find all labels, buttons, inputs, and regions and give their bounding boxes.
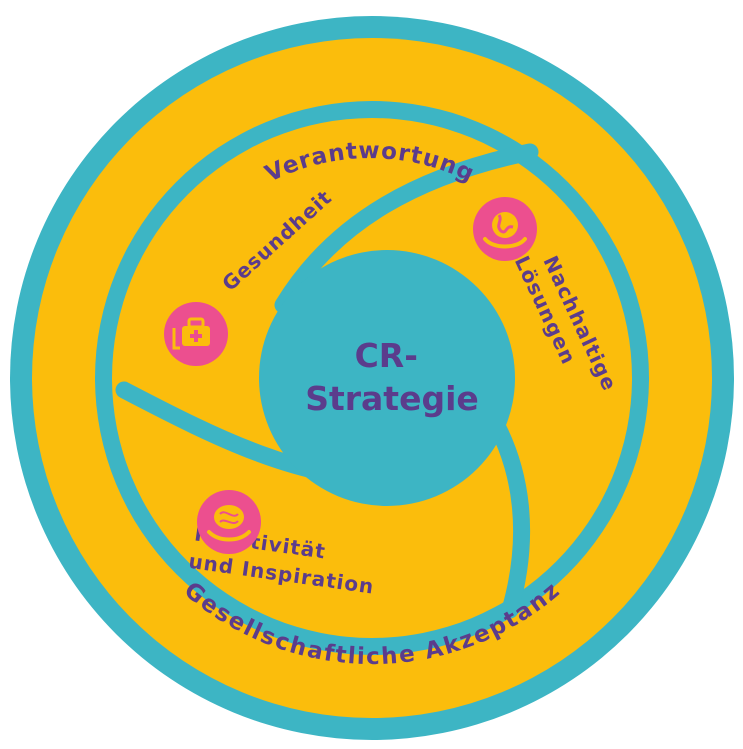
globe-hand-icon [473,197,537,261]
center-circle [259,250,515,506]
separator-arc-top [274,143,539,314]
medical-bag-icon [164,302,228,366]
center-label: CR- Strategie [305,336,479,418]
brain-hand-icon [197,490,261,554]
center-label-line-1: CR- [355,336,418,375]
center-label-line-2: Strategie [305,379,479,418]
